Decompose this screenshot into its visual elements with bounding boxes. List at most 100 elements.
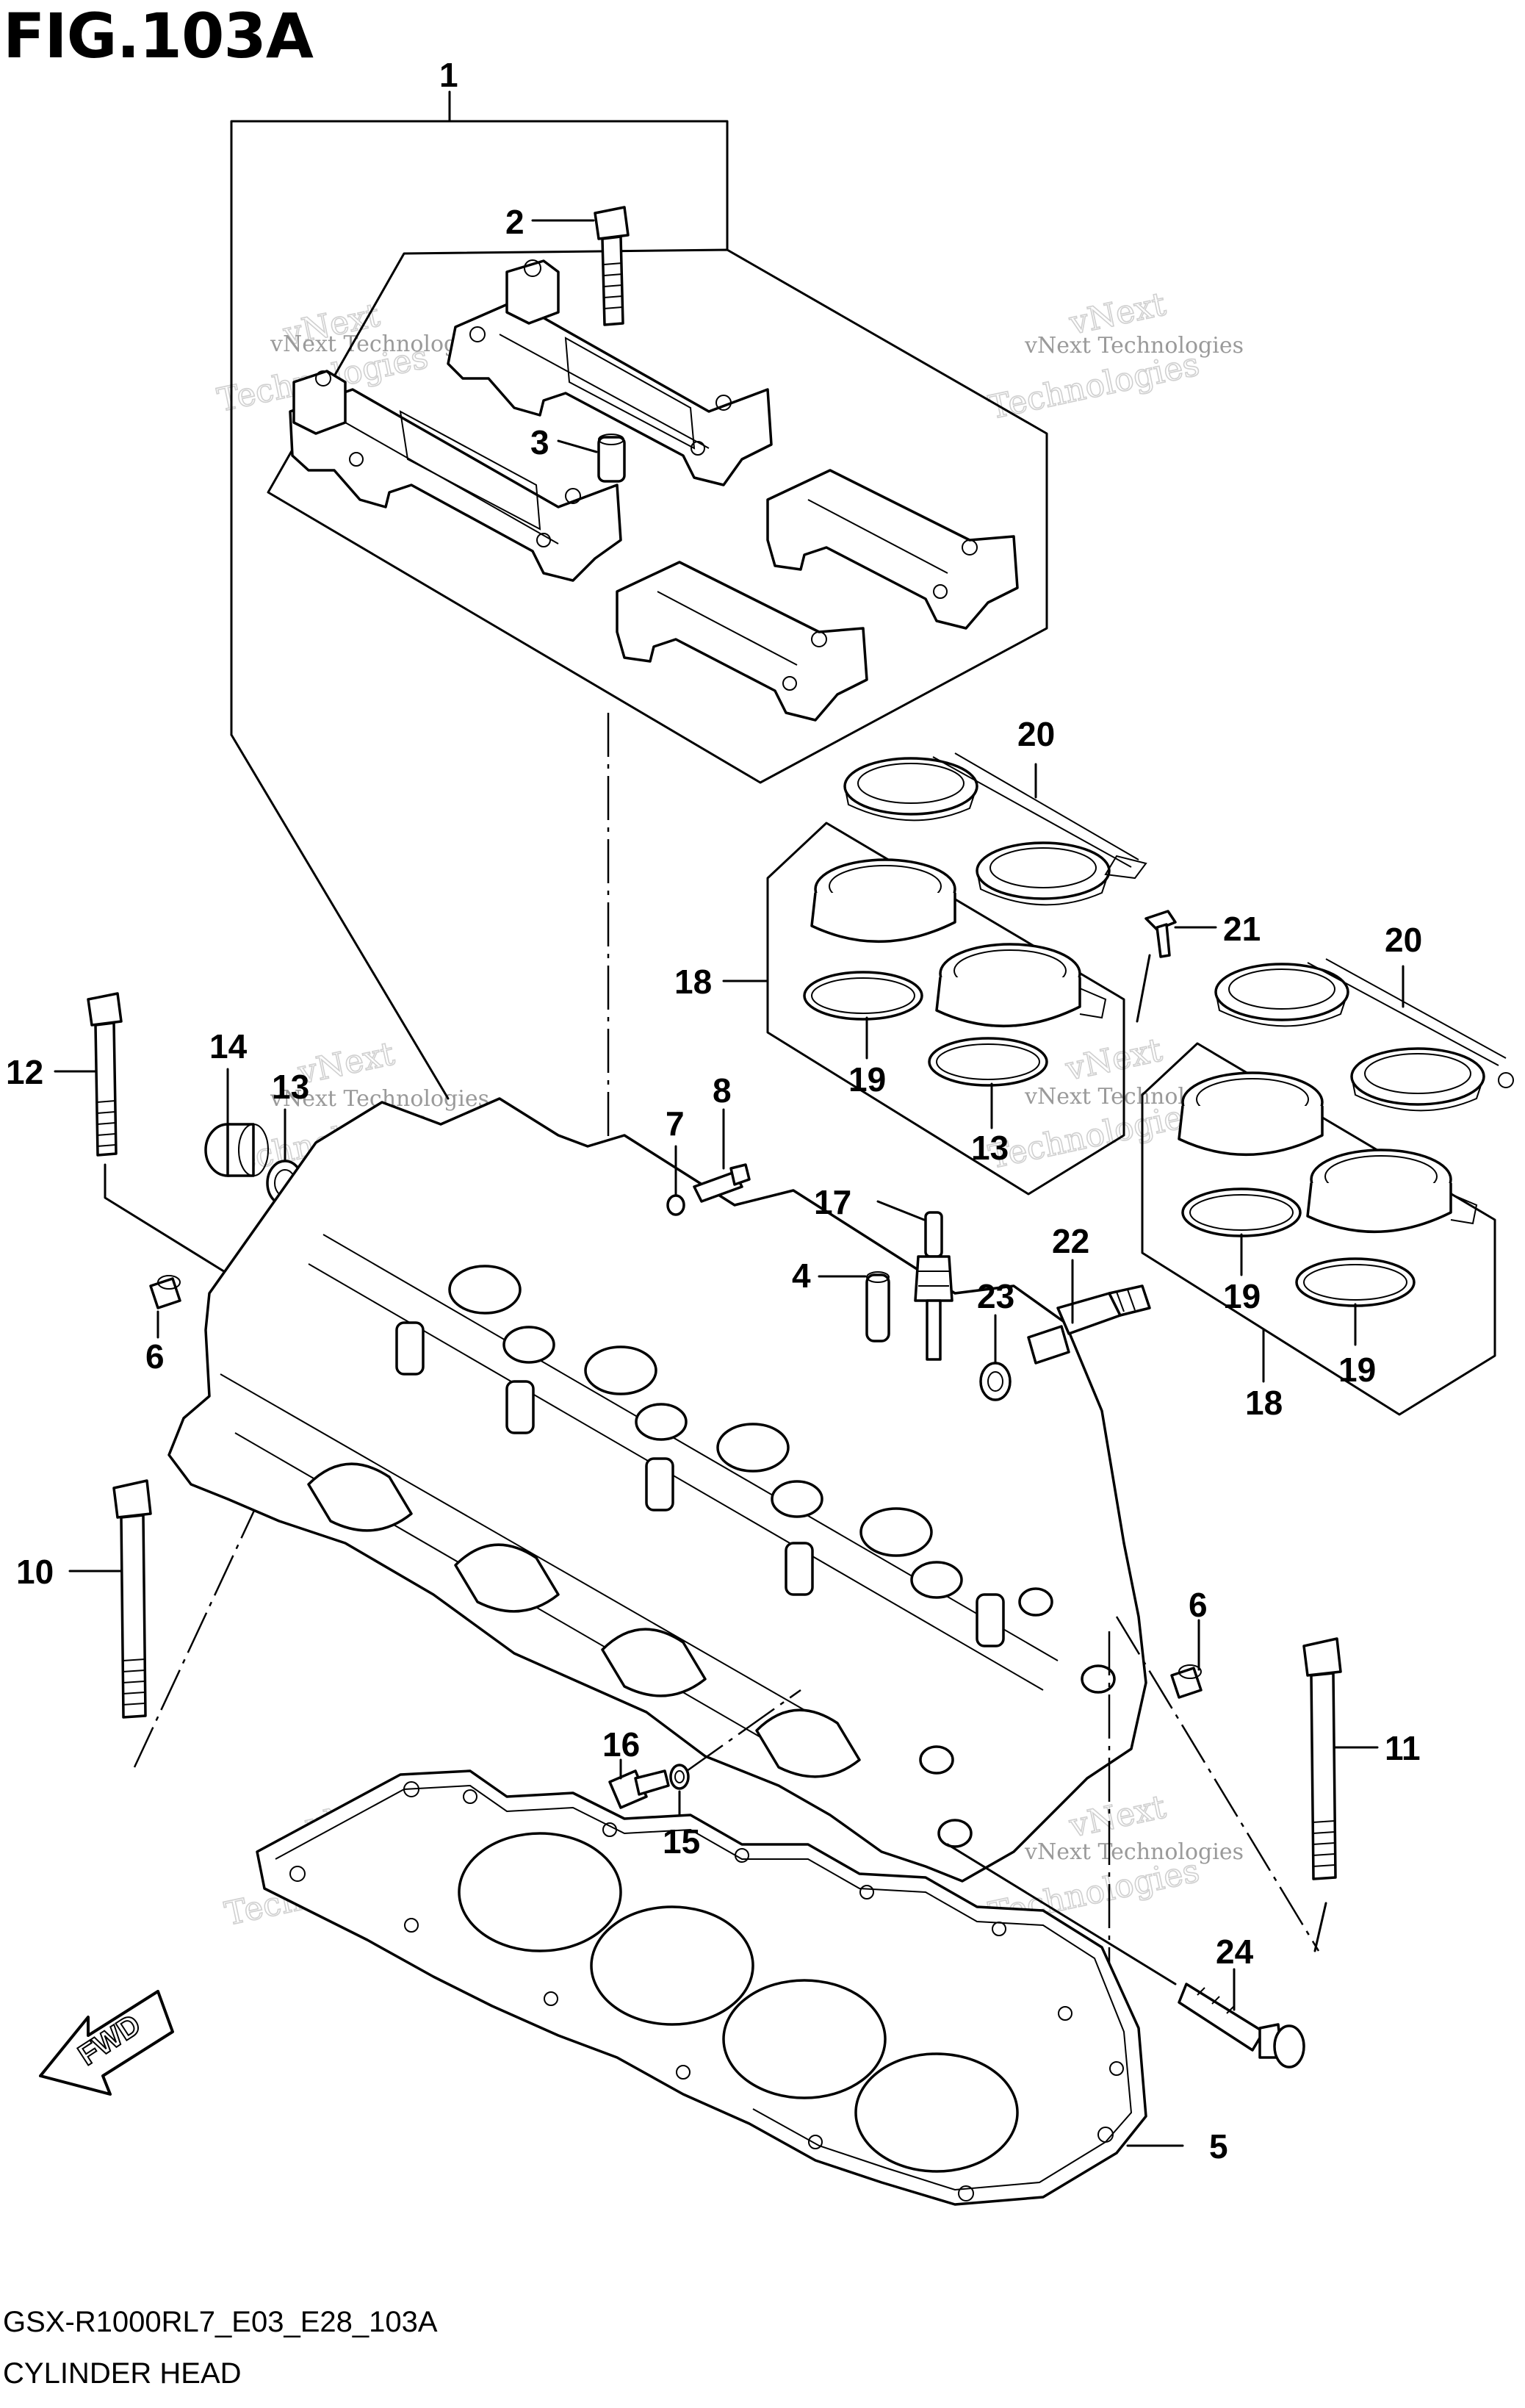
watermark-text: vNext Technologies xyxy=(1024,1839,1244,1865)
bolt-boss xyxy=(1081,1664,1116,1694)
callout-10[interactable]: 10 xyxy=(16,1553,54,1591)
callout-8[interactable]: 8 xyxy=(713,1071,732,1110)
callout-11[interactable]: 11 xyxy=(1385,1729,1421,1767)
o-ring xyxy=(1181,1187,1302,1237)
dowel-pin xyxy=(597,434,626,483)
callout-12[interactable]: 12 xyxy=(6,1053,43,1091)
alignment-line xyxy=(686,1689,801,1772)
figure-title: FIG.103A xyxy=(3,0,314,72)
leader-line xyxy=(104,1163,255,1291)
callout-19-mid[interactable]: 19 xyxy=(1223,1277,1261,1315)
gasket-bore xyxy=(590,1905,754,2026)
gasket-bore xyxy=(854,2052,1019,2173)
washer xyxy=(669,1764,690,1790)
model-code: GSX-R1000RL7_E03_E28_103A xyxy=(3,2306,438,2338)
gasket-bore xyxy=(722,1979,887,2099)
callout-22[interactable]: 22 xyxy=(1052,1222,1089,1260)
valve-guide xyxy=(865,1271,890,1343)
callout-6-right[interactable]: 6 xyxy=(1189,1586,1208,1624)
callout-20-right[interactable]: 20 xyxy=(1385,921,1422,959)
callout-3[interactable]: 3 xyxy=(530,423,549,461)
callout-18-right[interactable]: 18 xyxy=(1245,1384,1283,1422)
o-ring xyxy=(803,971,923,1021)
intake-pipe-lower xyxy=(1178,1071,1478,1234)
o-ring-inner xyxy=(811,977,915,1014)
section-name: CYLINDER HEAD xyxy=(3,2357,242,2390)
screw xyxy=(1144,910,1177,958)
callout-17[interactable]: 17 xyxy=(814,1183,851,1221)
callout-21[interactable]: 21 xyxy=(1223,910,1261,948)
spark-plug xyxy=(914,1211,953,1361)
callout-19-left[interactable]: 19 xyxy=(848,1060,886,1099)
small-parts-center xyxy=(666,1108,1151,1401)
plug-small xyxy=(1170,1664,1203,1699)
callout-labels: 1 2 3 4 5 6 6 7 8 10 11 12 13 13 14 15 1… xyxy=(6,56,1422,2166)
intake-frame xyxy=(766,822,1125,1196)
callout-18-left[interactable]: 18 xyxy=(674,963,712,1001)
callout-2[interactable]: 2 xyxy=(505,203,524,241)
cam-journal-row xyxy=(448,1265,963,1599)
small-parts-right xyxy=(608,1619,1379,2069)
o-ring xyxy=(928,1037,1048,1087)
callout-19-right[interactable]: 19 xyxy=(1338,1351,1376,1389)
bolt-long xyxy=(87,992,123,1157)
flange-bolt xyxy=(1178,1983,1305,2069)
gasket-holes xyxy=(289,1781,1124,2202)
callout-16[interactable]: 16 xyxy=(602,1725,640,1764)
callout-13-left[interactable]: 13 xyxy=(272,1068,309,1106)
callout-23[interactable]: 23 xyxy=(977,1277,1014,1315)
alignment-line xyxy=(1115,1616,1320,1952)
leader-line xyxy=(230,733,450,1100)
leader-line xyxy=(1313,1902,1327,1952)
o-ring-small xyxy=(666,1194,685,1216)
intake-pipe-upper xyxy=(843,752,1147,906)
callout-5[interactable]: 5 xyxy=(1209,2127,1228,2166)
callout-6-left[interactable]: 6 xyxy=(145,1337,165,1376)
camshaft-holder-group xyxy=(230,90,1048,1374)
holder-frame xyxy=(267,248,1048,784)
plug xyxy=(204,1123,269,1177)
small-parts-left xyxy=(54,992,347,1768)
intake-pipe-lower xyxy=(810,858,1107,1028)
intake-pipe-set-left xyxy=(722,752,1217,1196)
callout-1[interactable]: 1 xyxy=(439,56,458,94)
fwd-direction-arrow: FWD xyxy=(39,1990,174,2096)
leader-line xyxy=(876,1200,926,1221)
leader-line xyxy=(1136,954,1151,1023)
sensor xyxy=(693,1163,751,1203)
camshaft-holder-upper xyxy=(289,370,622,582)
callout-20-left[interactable]: 20 xyxy=(1017,715,1055,753)
callout-4[interactable]: 4 xyxy=(792,1257,811,1295)
watermark-big-text: vNext xyxy=(1062,1031,1166,1088)
valve-boss-row xyxy=(395,1321,1005,1647)
fwd-arrow-icon xyxy=(39,1990,174,2096)
intake-port-row xyxy=(307,1462,861,1778)
gasket-bore xyxy=(458,1832,622,1952)
temperature-sensor xyxy=(1027,1284,1151,1365)
o-ring xyxy=(1295,1257,1416,1307)
watermark-big-text: vNext xyxy=(1066,1788,1169,1845)
callout-7[interactable]: 7 xyxy=(666,1104,685,1143)
intake-pipe-upper xyxy=(1214,958,1514,1112)
bolt-long xyxy=(1302,1637,1342,1880)
bolt-long xyxy=(112,1479,152,1719)
watermark-big-text: vNext xyxy=(295,1035,398,1092)
holder-bolt xyxy=(594,206,630,326)
callout-13-right[interactable]: 13 xyxy=(971,1129,1009,1167)
callout-15[interactable]: 15 xyxy=(663,1822,700,1861)
callout-14[interactable]: 14 xyxy=(209,1027,248,1065)
o-ring-inner xyxy=(936,1043,1040,1080)
callout-24[interactable]: 24 xyxy=(1216,1933,1254,1971)
bolt-boss xyxy=(937,1819,973,1848)
o-ring-inner xyxy=(1303,1264,1407,1301)
bolt-short xyxy=(608,1769,670,1809)
bolt-boss xyxy=(919,1745,954,1775)
watermark-top-right: Technologies vNext vNext Technologies xyxy=(985,285,1244,428)
camshaft-holder-upper xyxy=(447,259,773,486)
bolt-boss xyxy=(1018,1587,1053,1617)
camshaft-holder-lower xyxy=(616,561,868,722)
head-gasket xyxy=(256,1769,1184,2206)
leader-line xyxy=(946,1843,1177,1985)
watermark-text: vNext Technologies xyxy=(1024,333,1244,359)
